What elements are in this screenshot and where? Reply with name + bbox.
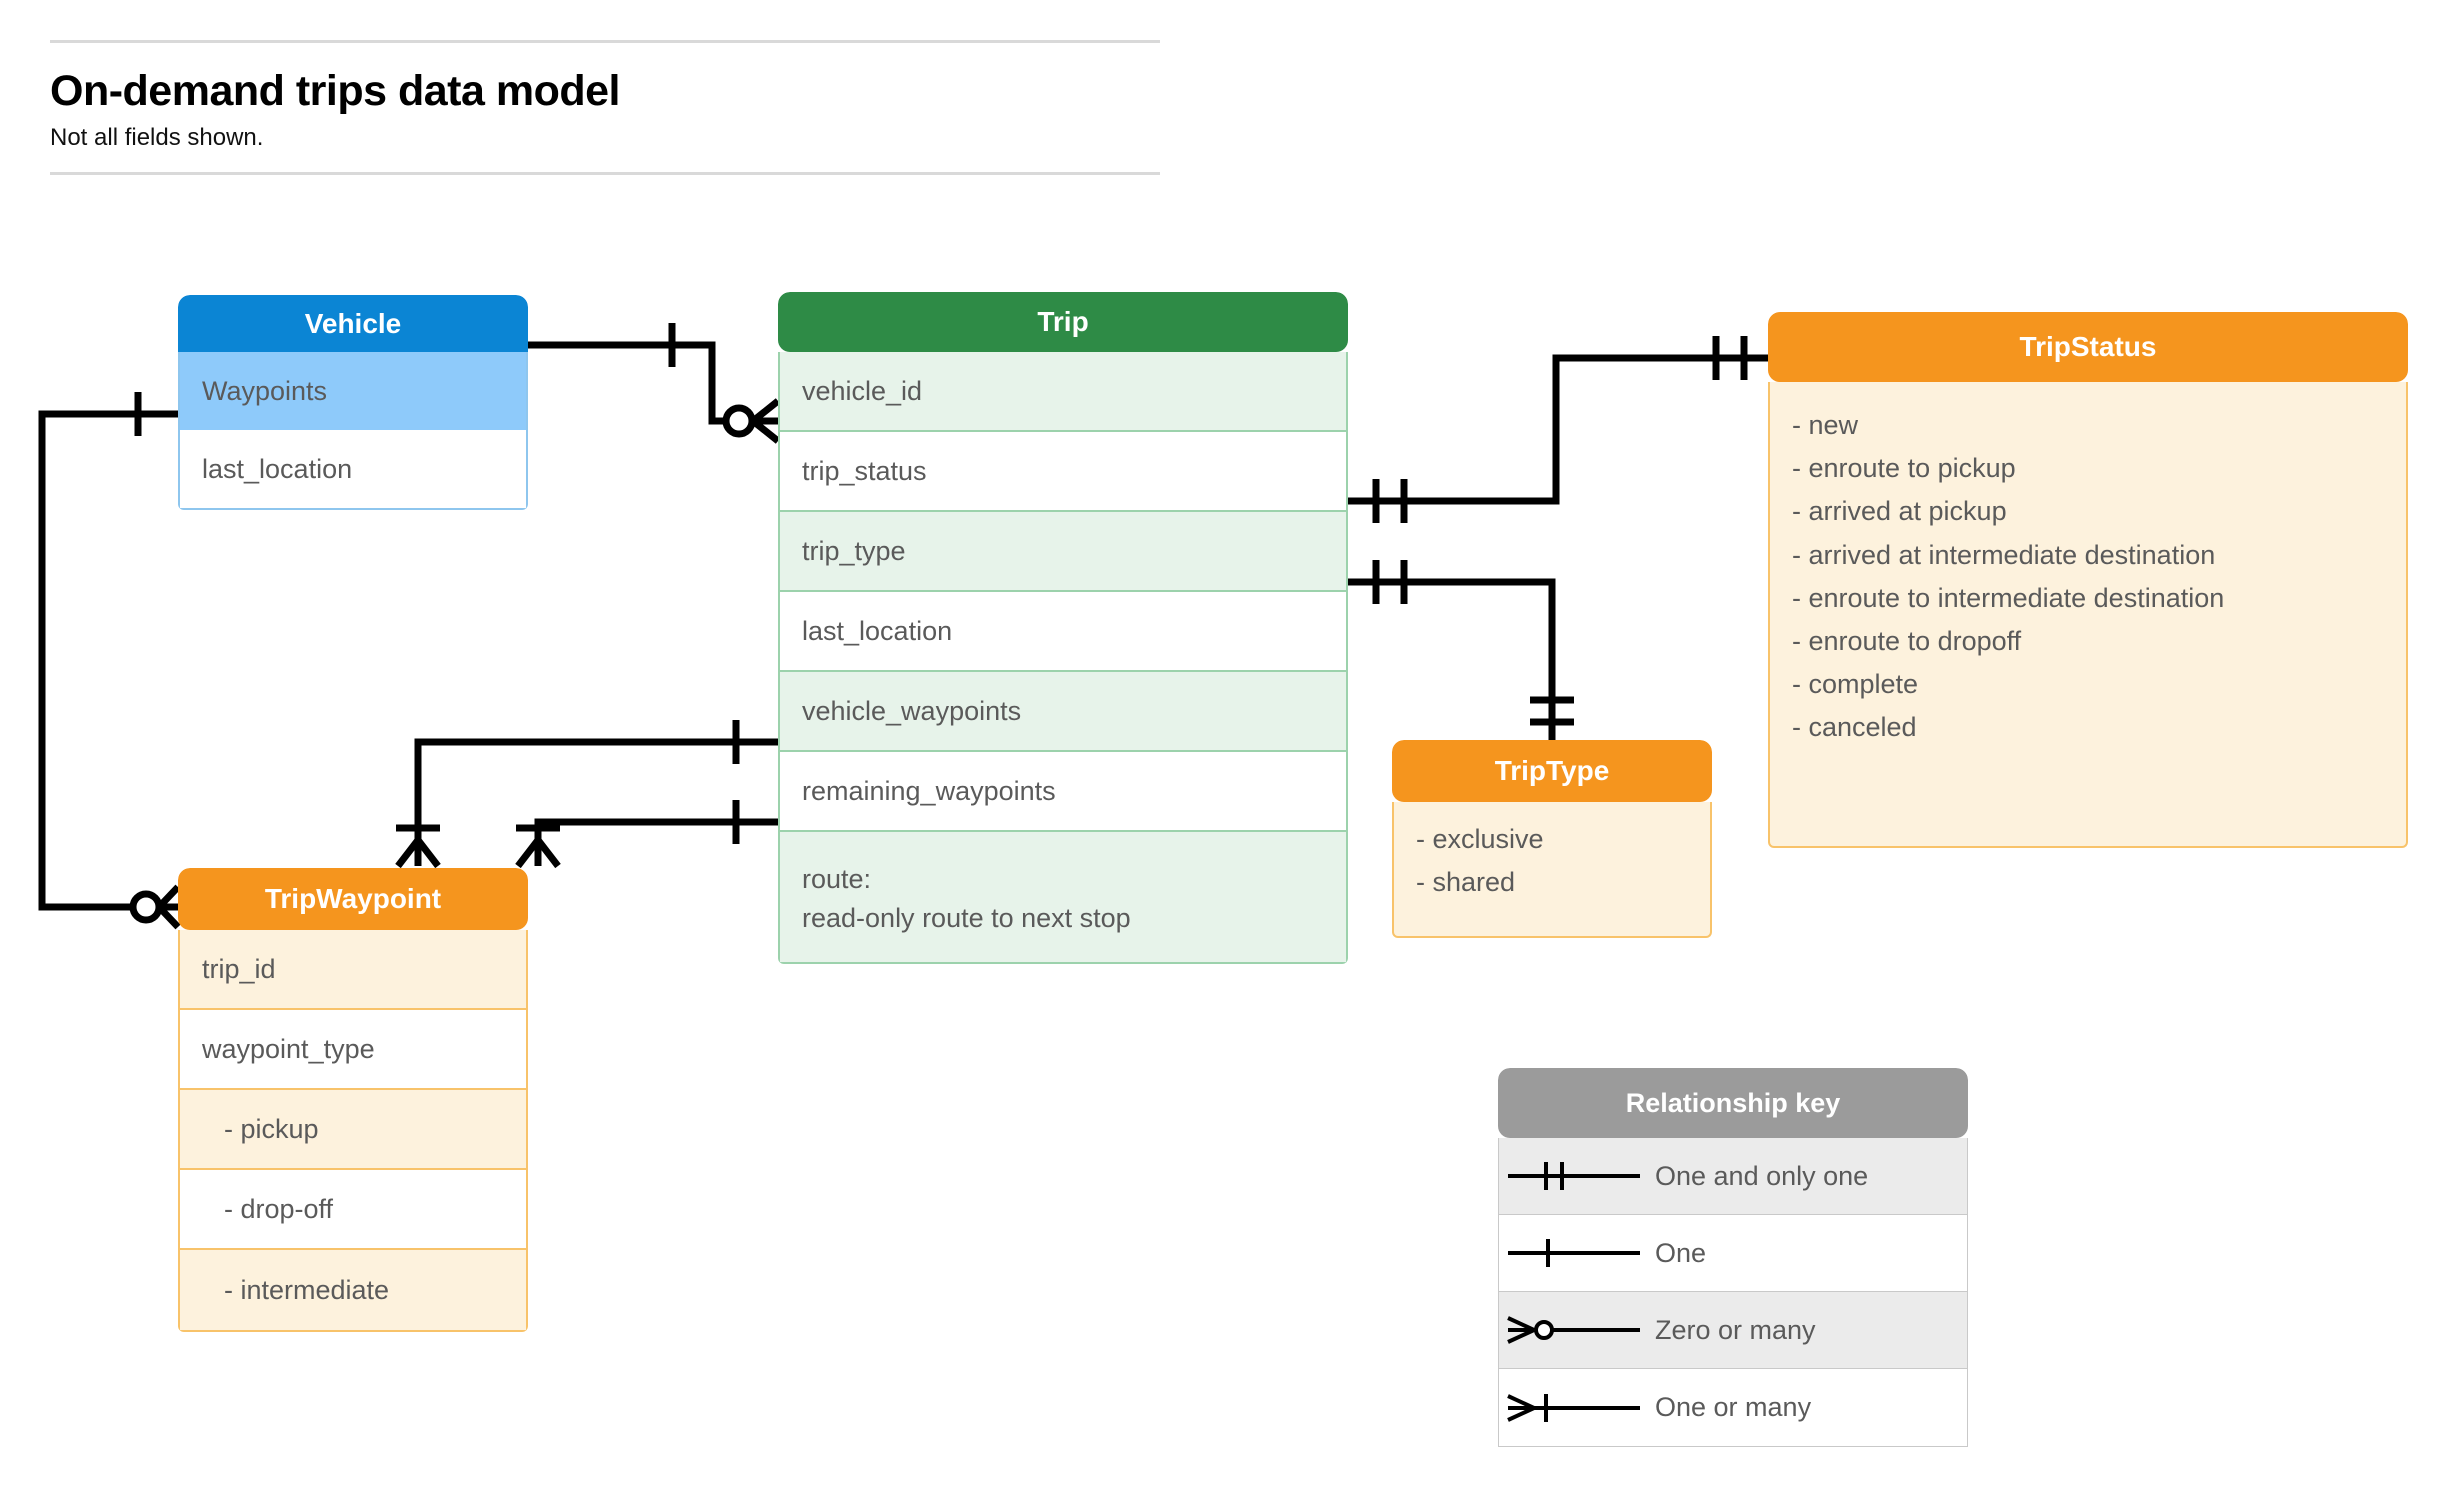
page-subtitle: Not all fields shown. <box>50 124 264 152</box>
field-row[interactable]: trip_id <box>180 930 526 1010</box>
header-divider-top <box>50 40 1160 43</box>
legend-label: One and only one <box>1655 1160 1869 1191</box>
enum-item: - new <box>1792 410 1859 440</box>
legend-row: One or many <box>1499 1369 1967 1446</box>
one-icon <box>1499 1233 1649 1273</box>
entity-trip-title: Trip <box>778 292 1348 352</box>
enum-row[interactable]: - intermediate <box>180 1250 526 1330</box>
page-title: On-demand trips data model <box>50 67 620 115</box>
enum-item: - complete <box>1792 669 1919 700</box>
entity-trip-type-values: - exclusive - shared <box>1392 802 1712 938</box>
enum-item: - enroute to intermediate destination <box>1792 582 2225 613</box>
legend-row: One <box>1499 1215 1967 1292</box>
route-label: route: <box>802 863 872 894</box>
entity-trip-status[interactable]: TripStatus <box>1768 312 2408 382</box>
field-row-route[interactable]: route: read-only route to next stop <box>780 832 1346 962</box>
enum-item: - exclusive <box>1416 824 1544 854</box>
one-or-many-icon <box>1499 1388 1649 1428</box>
enum-item: - shared <box>1416 867 1516 898</box>
entity-trip-status-title: TripStatus <box>1768 312 2408 382</box>
entity-trip-waypoint-fields: trip_id waypoint_type - pickup - drop-of… <box>178 930 528 1332</box>
entity-trip-waypoint[interactable]: TripWaypoint <box>178 868 528 930</box>
entity-trip-waypoint-title: TripWaypoint <box>178 868 528 930</box>
legend-row: Zero or many <box>1499 1292 1967 1369</box>
enum-row[interactable]: - pickup <box>180 1090 526 1170</box>
route-description: read-only route to next stop <box>802 903 1131 933</box>
field-row[interactable]: remaining_waypoints <box>780 752 1346 832</box>
relationship-key-panel[interactable]: Relationship key <box>1498 1068 1968 1138</box>
zero-or-many-icon <box>1499 1310 1649 1350</box>
entity-vehicle-fields: Waypoints last_location <box>178 352 528 510</box>
enum-item: - arrived at intermediate destination <box>1792 539 2216 570</box>
field-row[interactable]: Waypoints <box>180 352 526 430</box>
entity-trip-status-values: - new - enroute to pickup - arrived at p… <box>1768 382 2408 848</box>
field-row[interactable]: trip_type <box>780 512 1346 592</box>
entity-vehicle-title: Vehicle <box>178 295 528 352</box>
entity-vehicle[interactable]: Vehicle <box>178 295 528 388</box>
page-header: On-demand trips data model Not all field… <box>50 40 1160 176</box>
enum-row[interactable]: - drop-off <box>180 1170 526 1250</box>
entity-trip-fields: vehicle_id trip_status trip_type last_lo… <box>778 352 1348 964</box>
entity-trip[interactable]: Trip <box>778 292 1348 352</box>
legend-label: One or many <box>1655 1392 1812 1422</box>
relationship-key-rows: One and only one One Zero or many <box>1498 1138 1968 1447</box>
entity-trip-type[interactable]: TripType <box>1392 740 1712 802</box>
enum-item: - canceled <box>1792 712 1917 743</box>
legend-row: One and only one <box>1499 1138 1967 1215</box>
enum-item: - arrived at pickup <box>1792 496 2007 527</box>
legend-label: Zero or many <box>1655 1314 1816 1345</box>
one-and-only-one-icon <box>1499 1156 1649 1196</box>
enum-item: - enroute to pickup <box>1792 453 2016 484</box>
legend-label: One <box>1655 1237 1707 1268</box>
field-row[interactable]: vehicle_waypoints <box>780 672 1346 752</box>
entity-trip-type-title: TripType <box>1392 740 1712 802</box>
field-row[interactable]: trip_status <box>780 432 1346 512</box>
relationship-key-title: Relationship key <box>1498 1068 1968 1138</box>
field-row[interactable]: vehicle_id <box>780 352 1346 432</box>
header-divider-bottom <box>50 172 1160 176</box>
field-row[interactable]: waypoint_type <box>180 1010 526 1090</box>
enum-item: - enroute to dropoff <box>1792 625 2022 656</box>
field-row[interactable]: last_location <box>180 430 526 508</box>
field-row[interactable]: last_location <box>780 592 1346 672</box>
